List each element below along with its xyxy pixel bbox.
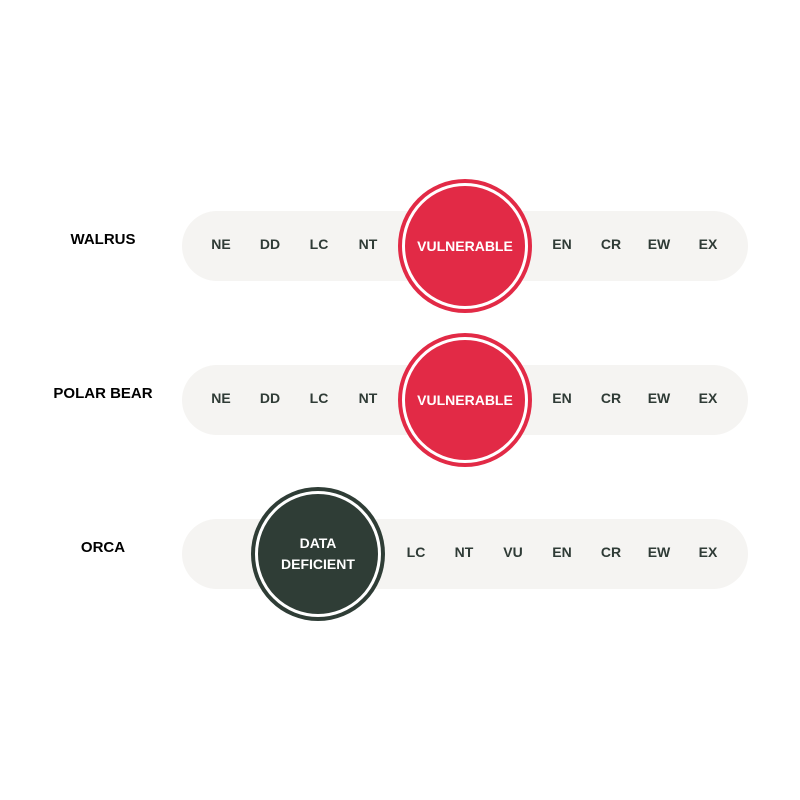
category-label: NE: [211, 236, 231, 252]
category-label: LC: [406, 544, 426, 560]
category-label: DD: [259, 236, 281, 252]
category-label: EX: [698, 390, 718, 406]
category-label: NT: [358, 390, 378, 406]
category-label: EX: [698, 236, 718, 252]
status-circle-vulnerable: VULNERABLE: [398, 333, 532, 467]
status-circle-data-deficient: DATA DEFICIENT: [251, 487, 385, 621]
row-orca: ORCA DATA DEFICIENT LC NT VU EN CR EW EX: [0, 484, 800, 624]
status-circle-label: VULNERABLE: [417, 237, 513, 254]
category-label: CR: [600, 236, 622, 252]
category-label: EW: [647, 236, 671, 252]
status-circle-vulnerable: VULNERABLE: [398, 179, 532, 313]
category-label: CR: [600, 390, 622, 406]
animal-name-walrus: WALRUS: [70, 231, 136, 248]
status-circle-label-line: DATA: [299, 535, 337, 551]
category-label: LC: [309, 390, 329, 406]
row-walrus: WALRUS NE DD LC NT VULNERABLE EN CR EW E…: [0, 176, 800, 316]
animal-name-orca: ORCA: [80, 539, 126, 556]
category-label: EN: [552, 390, 572, 406]
category-label: EX: [698, 544, 718, 560]
category-label: NT: [358, 236, 378, 252]
category-label: DD: [259, 390, 281, 406]
row-polar-bear: POLAR BEAR NE DD LC NT VULNERABLE EN CR …: [0, 330, 800, 470]
category-label: LC: [309, 236, 329, 252]
animal-name-polar-bear: POLAR BEAR: [53, 385, 153, 402]
status-circle-label: VULNERABLE: [417, 391, 513, 408]
category-label: EN: [552, 236, 572, 252]
status-circle-label-line: DEFICIENT: [281, 556, 355, 572]
category-label: VU: [503, 544, 523, 560]
category-label: NE: [211, 390, 231, 406]
category-label: NT: [454, 544, 474, 560]
category-label: CR: [600, 544, 622, 560]
category-label: EN: [552, 544, 572, 560]
category-label: EW: [647, 544, 671, 560]
category-label: EW: [647, 390, 671, 406]
